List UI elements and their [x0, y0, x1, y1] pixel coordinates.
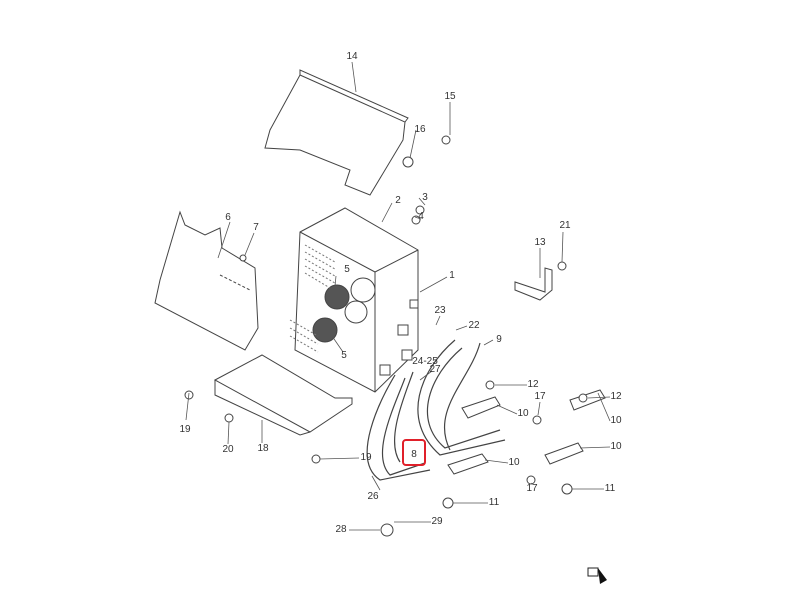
cover-plate: [264, 74, 406, 196]
callout-label[interactable]: 26: [367, 491, 379, 502]
hose-clamps: [447, 389, 606, 475]
side-panel: [154, 210, 259, 351]
callout-label[interactable]: 17: [534, 391, 546, 402]
callout-label[interactable]: 22: [468, 320, 480, 331]
callout-label[interactable]: 4: [418, 211, 424, 222]
fittings: [379, 299, 419, 376]
bracket: [514, 267, 553, 301]
callout-label[interactable]: 12: [610, 391, 622, 402]
callout-label[interactable]: 13: [534, 237, 546, 248]
callout-label[interactable]: 14: [346, 51, 358, 62]
callout-label[interactable]: 12: [527, 379, 539, 390]
callout-label[interactable]: 3: [422, 192, 428, 203]
callout-label[interactable]: 5: [341, 350, 347, 361]
callout-label[interactable]: 17: [526, 483, 538, 494]
callout-label[interactable]: 7: [253, 222, 259, 233]
callout-label-highlighted[interactable]: 8: [411, 449, 417, 460]
callout-label[interactable]: 24-25: [412, 356, 438, 367]
callout-label[interactable]: 10: [517, 408, 529, 419]
callout-label[interactable]: 16: [414, 124, 426, 135]
callout-label[interactable]: 11: [488, 497, 500, 508]
callout-label[interactable]: 1: [449, 270, 455, 281]
highlight-box: [402, 439, 426, 466]
callout-label[interactable]: 21: [559, 220, 571, 231]
callout-label[interactable]: 6: [225, 212, 231, 223]
callout-label[interactable]: 23: [434, 305, 446, 316]
callout-label[interactable]: 9: [496, 334, 502, 345]
callout-label[interactable]: 10: [610, 415, 622, 426]
callout-label[interactable]: 18: [257, 443, 269, 454]
callout-label[interactable]: 19: [360, 452, 372, 463]
callout-label[interactable]: 20: [222, 444, 234, 455]
callout-label[interactable]: 28: [335, 524, 347, 535]
callout-label[interactable]: 27: [429, 364, 441, 375]
callout-label[interactable]: 15: [444, 91, 456, 102]
callout-label[interactable]: 5: [344, 264, 350, 275]
callout-label[interactable]: 19: [179, 424, 191, 435]
callout-label[interactable]: 10: [610, 441, 622, 452]
callout-label[interactable]: 2: [395, 195, 401, 206]
callout-label[interactable]: 10: [508, 457, 520, 468]
callout-label[interactable]: 29: [431, 516, 443, 527]
callout-label[interactable]: 11: [604, 483, 616, 494]
bolt: [441, 135, 451, 145]
